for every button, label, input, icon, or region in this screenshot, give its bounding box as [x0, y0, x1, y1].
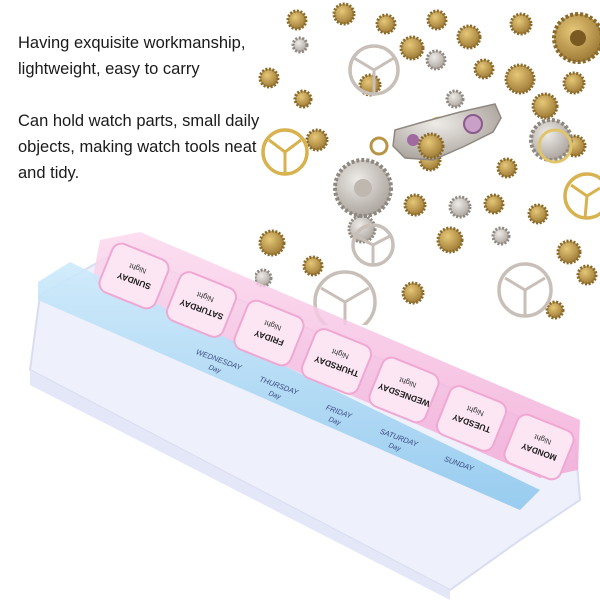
compartment-lid	[233, 299, 305, 367]
watch-parts-photo	[255, 2, 600, 325]
compartment-lid	[503, 413, 575, 481]
compartment-lid	[300, 328, 373, 395]
lid-day-sublabel: Day	[327, 416, 342, 427]
compartment-lid	[165, 271, 238, 338]
compartment-lid	[98, 242, 170, 310]
feature-text-storage: Can hold watch parts, small daily object…	[18, 112, 260, 182]
movement-bridge-icon	[392, 103, 502, 161]
compartment-lid	[368, 356, 440, 424]
day-lid-strip	[38, 262, 540, 510]
lid-day-sublabel: Day	[207, 364, 222, 375]
feature-text-portability: Having exquisite workmanship, lightweigh…	[18, 34, 246, 78]
lid-day-sublabel: Day	[267, 390, 282, 401]
product-description: Having exquisite workmanship, lightweigh…	[18, 30, 280, 212]
compartment-lid	[435, 385, 508, 452]
pill-organizer: SUNDAYNightSATURDAYNightFRIDAYNightTHURS…	[28, 232, 582, 600]
lid-day-sublabel: Day	[387, 442, 402, 453]
